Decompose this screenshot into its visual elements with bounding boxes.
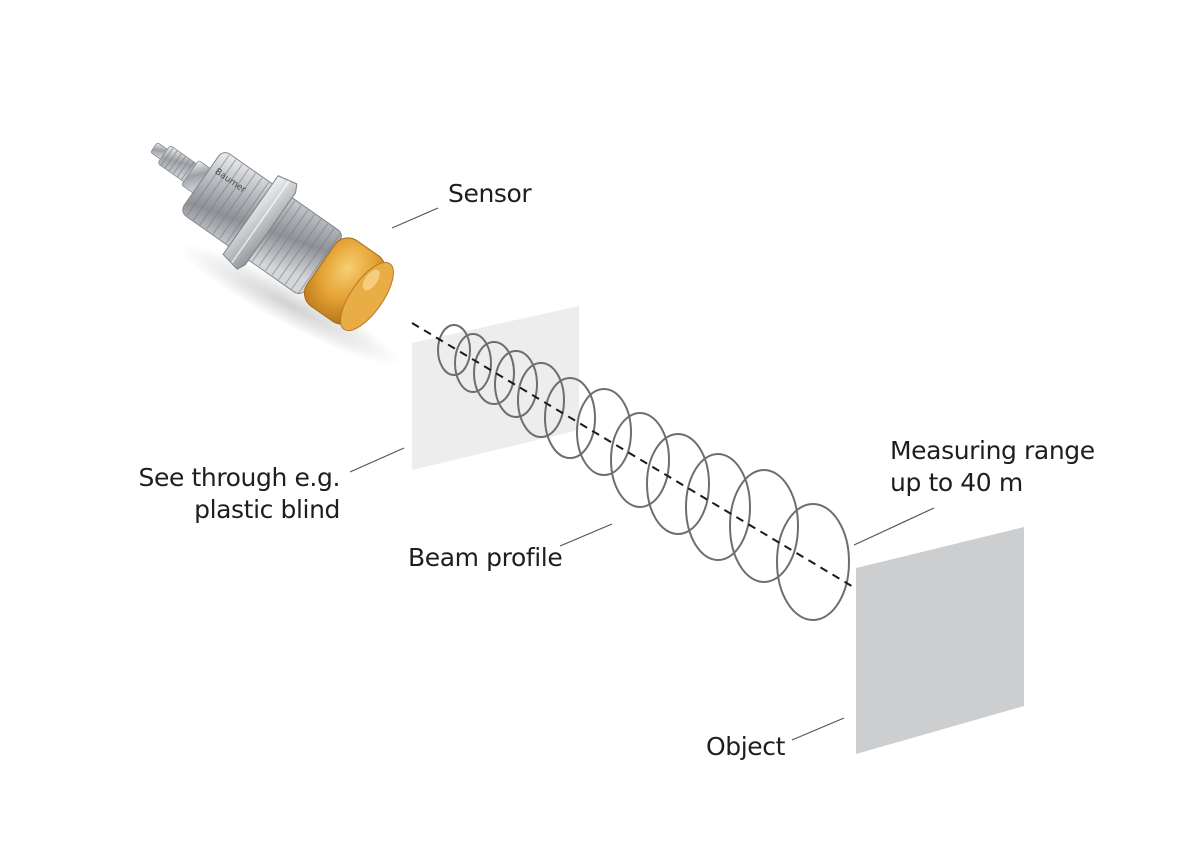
see-through-label-line2: plastic blind: [194, 495, 340, 524]
sensor-image: Baumer: [150, 142, 394, 332]
sensor-leader-line: [391, 207, 439, 229]
measuring-range-label-line1: Measuring range: [890, 436, 1095, 465]
see-through-label-line1: See through e.g.: [138, 463, 341, 492]
beam-ring: [454, 333, 492, 393]
object-panel: [856, 527, 1024, 754]
beam-ring: [494, 350, 538, 418]
see-through-leader-line: [349, 447, 405, 473]
beam-ring: [576, 388, 632, 476]
measuring-range-leader-line: [853, 507, 935, 546]
measuring-range-label-line2: up to 40 m: [890, 468, 1023, 497]
beam-ring: [729, 469, 799, 583]
beam-profile-rings: [437, 324, 850, 621]
beam-ring: [473, 341, 515, 405]
beam-ring: [544, 377, 596, 459]
sensor-label: Sensor: [448, 179, 532, 208]
beam-axis: [411, 322, 856, 589]
object-leader-line: [791, 717, 845, 741]
beam-profile-leader-line: [559, 523, 613, 547]
beam-profile-label: Beam profile: [408, 543, 563, 572]
beam-ring: [437, 324, 471, 376]
beam-ring: [610, 412, 670, 508]
beam-ring: [517, 362, 565, 438]
beam-ring: [776, 503, 850, 621]
object-label: Object: [706, 732, 786, 761]
beam-ring: [685, 453, 751, 561]
beam-ring: [646, 433, 710, 535]
sensor-shadow: [179, 243, 401, 367]
